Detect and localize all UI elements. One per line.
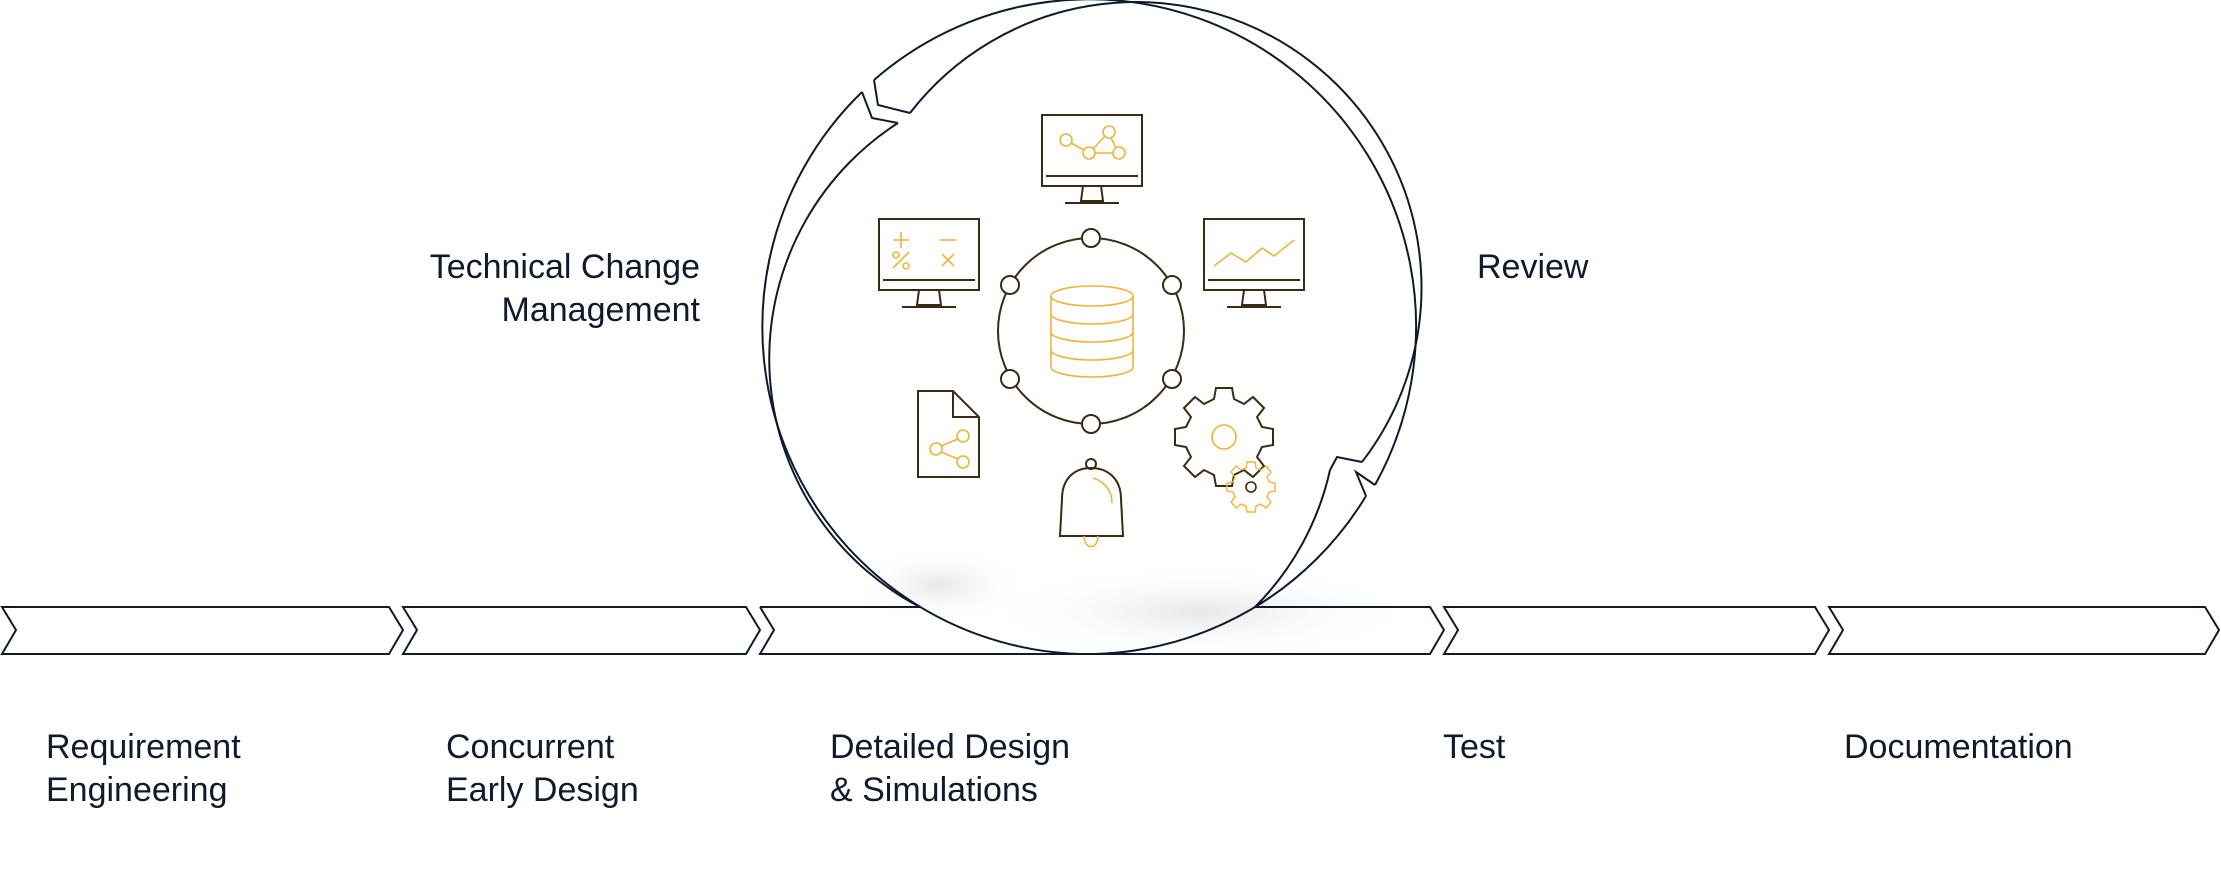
loop-notch-top xyxy=(861,79,911,124)
phase-label-requirement: Requirement Engineering xyxy=(46,726,241,812)
label-line: Requirement xyxy=(46,728,241,766)
label-technical-change-management: Technical Change Management xyxy=(400,246,700,332)
phase-label-detailed: Detailed Design & Simulations xyxy=(830,726,1070,812)
calculator-monitor-icon xyxy=(878,218,980,308)
loop-notch-bottom xyxy=(1329,455,1376,497)
shared-document-icon xyxy=(917,390,980,478)
label-line: Detailed Design xyxy=(830,728,1071,766)
hub-ring xyxy=(997,237,1185,425)
loop-shadow xyxy=(980,564,1420,660)
loop-inner-left xyxy=(768,122,921,608)
label-line: & Simulations xyxy=(830,771,1038,809)
phase-arrow-documentation xyxy=(1827,606,2221,655)
phase-label-concurrent: Concurrent Early Design xyxy=(446,726,639,812)
chart-monitor-icon xyxy=(1203,218,1305,308)
phase-label-test: Test xyxy=(1443,726,1505,769)
loop-shadow-left xyxy=(850,545,1030,625)
cycle-loop xyxy=(761,0,1423,656)
label-line: Concurrent xyxy=(446,728,615,766)
phase-arrow-test xyxy=(1442,606,1831,655)
phase-arrow-concurrent xyxy=(401,606,762,655)
loop-inner-bottom xyxy=(1254,469,1331,608)
label-line: Documentation xyxy=(1844,728,2073,766)
label-line: Test xyxy=(1443,728,1506,766)
phase-label-documentation: Documentation xyxy=(1844,726,2073,769)
network-monitor-icon xyxy=(1041,114,1143,204)
label-line: Engineering xyxy=(46,771,228,809)
hub-nodes xyxy=(1000,228,1182,434)
loop-inner-right xyxy=(909,1,1423,463)
label-line: Management xyxy=(501,291,700,329)
settings-gears-icon xyxy=(1174,387,1276,513)
label-line: Early Design xyxy=(446,771,639,809)
phase-arrow-requirement xyxy=(0,606,405,655)
phase-arrow-detailed xyxy=(758,606,1095,655)
notification-bell-icon xyxy=(1058,458,1125,548)
phase-arrows xyxy=(0,606,2221,655)
loop-outer-right xyxy=(873,0,1418,486)
loop-outer-left xyxy=(761,91,1096,656)
phase-arrow-detailed-tail xyxy=(1095,606,1446,655)
label-review: Review xyxy=(1477,246,1588,289)
hub xyxy=(997,228,1185,434)
database-icon xyxy=(1050,285,1134,378)
loop-outer-bottom xyxy=(1094,495,1367,655)
label-line: Review xyxy=(1477,248,1589,286)
label-line: Technical Change xyxy=(429,248,700,286)
